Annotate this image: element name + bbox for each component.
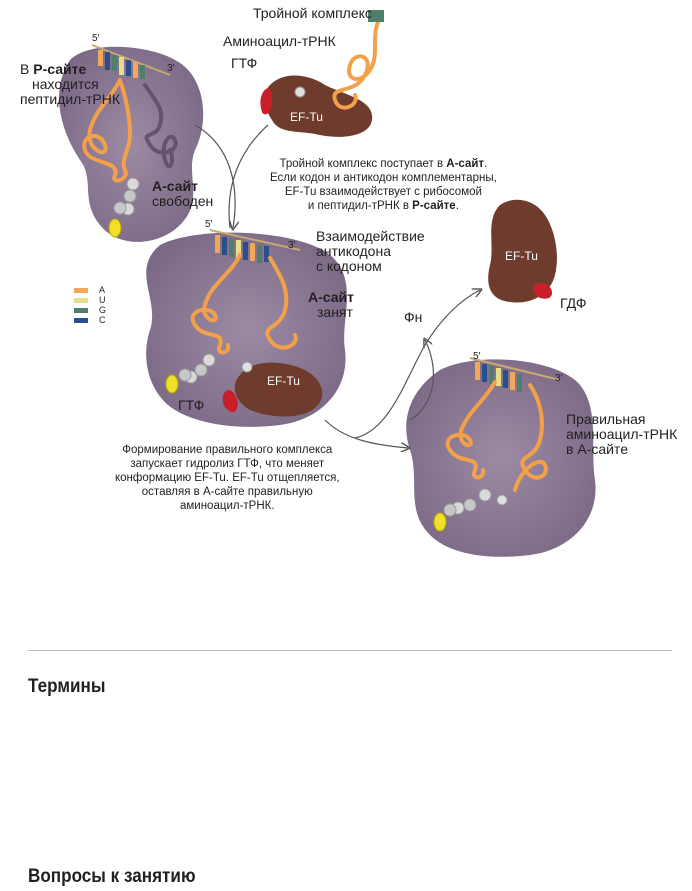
phosphate-label: Фн — [404, 309, 423, 325]
three-prime-2: 3′ — [288, 240, 296, 251]
ef-tu-middle — [234, 362, 323, 417]
a-site-free-text: А-сайт свободен — [152, 178, 214, 209]
five-prime-3: 5′ — [473, 351, 481, 362]
legend-swatch-c — [74, 318, 88, 323]
gtp-top — [260, 88, 272, 115]
peptidyl-trna-3 — [445, 380, 497, 480]
ribosome-1 — [59, 46, 204, 242]
aminoacyl-trna-2 — [265, 256, 298, 350]
legend-swatch-g — [74, 308, 88, 313]
codons-1 — [98, 50, 145, 79]
p-site-text: В Р-сайте находится пептидил-тРНК — [20, 61, 121, 107]
peptide-chain-1 — [108, 177, 140, 238]
anticodon-top — [368, 10, 384, 22]
a-site-occupied-text: А-сайт занят — [308, 289, 354, 320]
peptidyl-trna-1 — [82, 78, 133, 183]
legend-swatch-u — [74, 298, 88, 303]
three-prime-1: 3′ — [167, 63, 175, 74]
five-prime-1: 5′ — [92, 33, 100, 44]
arrow-to-ribosome-3 — [324, 419, 408, 448]
hydrolysis-caption: Формирование правильного комплекса запус… — [115, 444, 340, 512]
translation-elongation-diagram: Тройной комплекс Аминоацил-тРНК ГТФ EF-T… — [20, 5, 678, 557]
ef-tu-label-middle: EF-Tu — [267, 374, 300, 388]
terms-heading: Термины — [28, 676, 106, 697]
arrow-ternary-to-ribosome — [228, 124, 269, 229]
arrow-phosphate — [409, 340, 434, 421]
peptide-chain-2 — [165, 353, 216, 394]
five-prime-2: 5′ — [205, 219, 213, 230]
section-divider — [28, 650, 672, 651]
gtf-label-middle: ГТФ — [178, 397, 205, 413]
ef-tu-label-free: EF-Tu — [505, 249, 538, 263]
codons-2 — [215, 235, 269, 263]
ef-tu-free — [488, 199, 557, 303]
arrow-to-ribosome-2 — [194, 124, 235, 228]
diagram-graphics — [59, 10, 596, 557]
peptidyl-trna-2 — [190, 253, 242, 355]
questions-heading: Вопросы к занятию — [28, 866, 196, 887]
peptide-chain-3 — [433, 488, 492, 532]
correct-aminoacyl-trna-3 — [513, 383, 548, 492]
codons-3 — [475, 362, 522, 392]
a-site-empty-trna — [143, 83, 178, 169]
ef-tu-top — [264, 75, 373, 137]
mrna-strand-2 — [209, 229, 301, 251]
gtp-middle — [222, 389, 238, 413]
gdf-label: ГДФ — [560, 295, 587, 311]
aminoacyl-trna-label: Аминоацил-тРНК — [223, 33, 336, 49]
correct-trna-text: Правильная аминоацил-тРНК в А-сайте — [566, 411, 678, 457]
gtf-label-top: ГТФ — [231, 55, 258, 71]
mrna-strand-3 — [469, 357, 561, 381]
ef-tu-label-top: EF-Tu — [290, 110, 323, 124]
gdp-free — [532, 282, 552, 299]
ternary-complex-title: Тройной комплекс — [253, 5, 372, 21]
arrow-to-free-ef-tu — [354, 290, 480, 439]
aminoacyl-trna-top — [332, 16, 382, 110]
ternary-entry-caption: Тройной комплекс поступает в А-сайт. Есл… — [270, 158, 497, 212]
three-prime-3: 3′ — [555, 373, 563, 384]
codon-interaction-text: Взаимодействие антикодона с кодоном — [316, 228, 425, 274]
legend-swatch-a — [74, 288, 88, 293]
